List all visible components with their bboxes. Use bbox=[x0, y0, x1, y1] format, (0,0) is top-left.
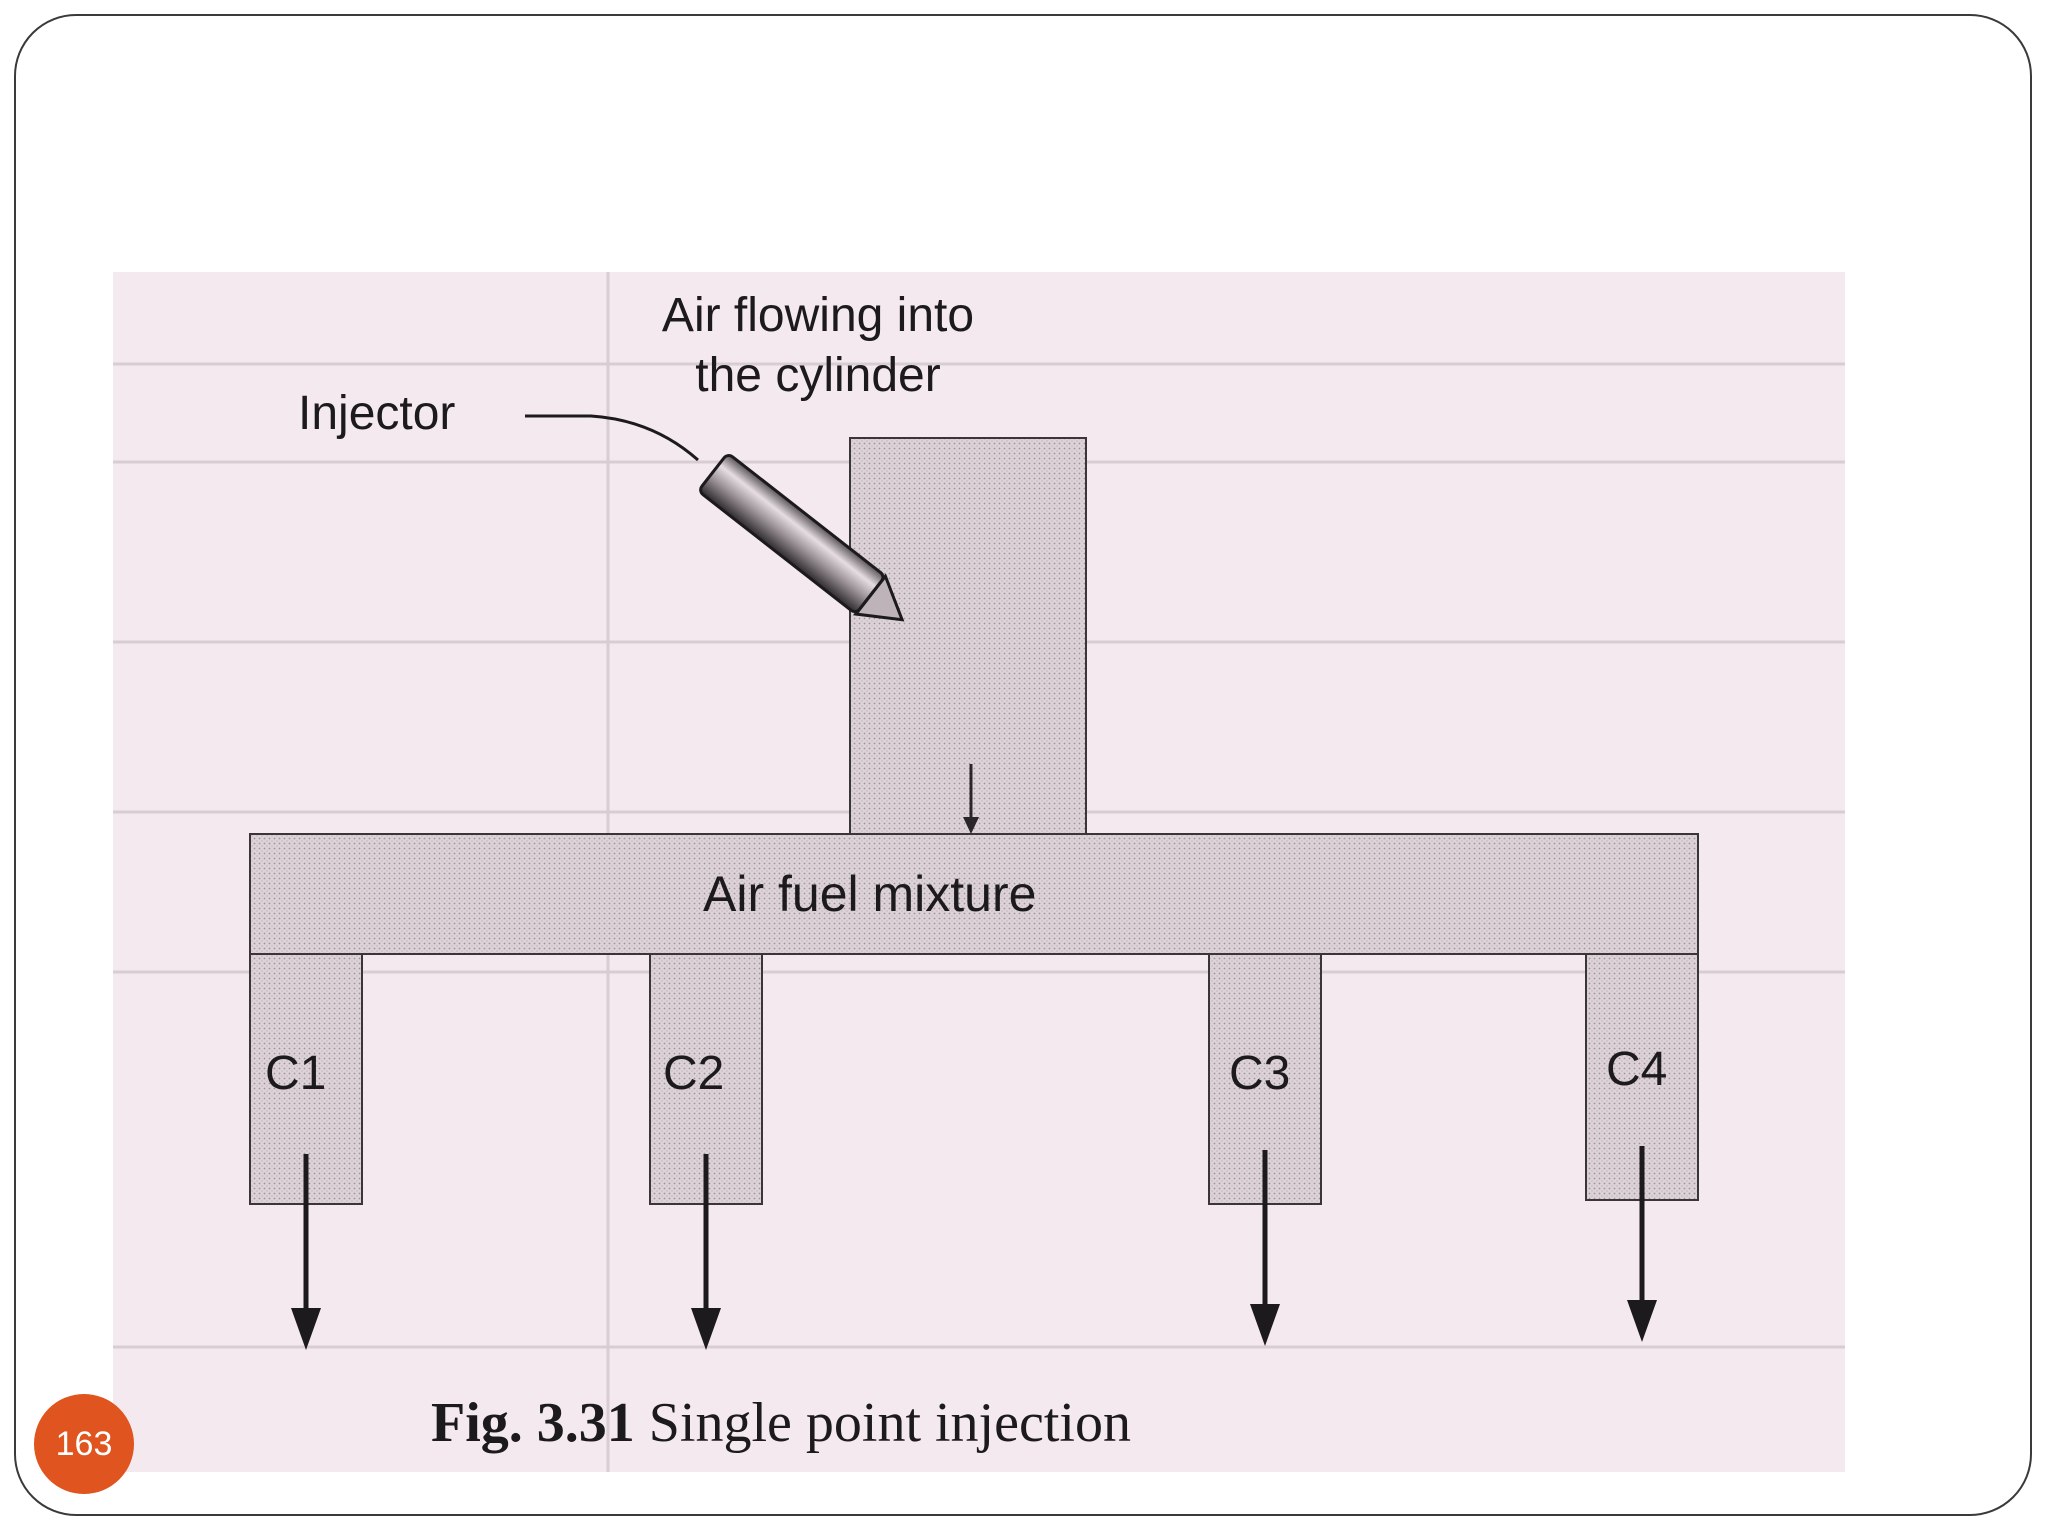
injector-icon bbox=[699, 454, 905, 622]
background-bleed-lines bbox=[113, 272, 1845, 1472]
air-flow-label-line1: Air flowing into bbox=[661, 289, 975, 342]
cylinder-c2-label: C2 bbox=[663, 1047, 725, 1100]
figure-caption: Fig. 3.31 Single point injection bbox=[431, 1390, 1131, 1456]
mixture-label: Air fuel mixture bbox=[703, 866, 1037, 922]
page-number-badge: 163 bbox=[34, 1394, 134, 1494]
intake-duct bbox=[849, 437, 1087, 835]
figure-title: Single point injection bbox=[648, 1392, 1131, 1454]
flow-arrow-c2 bbox=[691, 1154, 721, 1350]
cylinder-c1-label: C1 bbox=[265, 1047, 327, 1100]
flow-arrow-into-manifold bbox=[963, 764, 979, 834]
injector-leader-line bbox=[525, 414, 699, 462]
flow-arrow-c1 bbox=[291, 1154, 321, 1350]
injector-label: Injector bbox=[298, 387, 456, 440]
figure-number: Fig. 3.31 bbox=[431, 1392, 635, 1454]
flow-arrow-c4 bbox=[1627, 1146, 1657, 1342]
diagram-graphic bbox=[113, 272, 1845, 1472]
air-flow-label-line2: the cylinder bbox=[695, 349, 941, 402]
flow-arrow-c3 bbox=[1250, 1150, 1280, 1346]
manifold-bar bbox=[249, 833, 1699, 955]
air-flow-label: Air flowing into the cylinder bbox=[568, 286, 1068, 406]
cylinder-c4-label: C4 bbox=[1606, 1043, 1668, 1096]
figure-photo: Air flowing into the cylinder Injector A… bbox=[113, 272, 1845, 1472]
cylinder-c3-label: C3 bbox=[1229, 1047, 1291, 1100]
